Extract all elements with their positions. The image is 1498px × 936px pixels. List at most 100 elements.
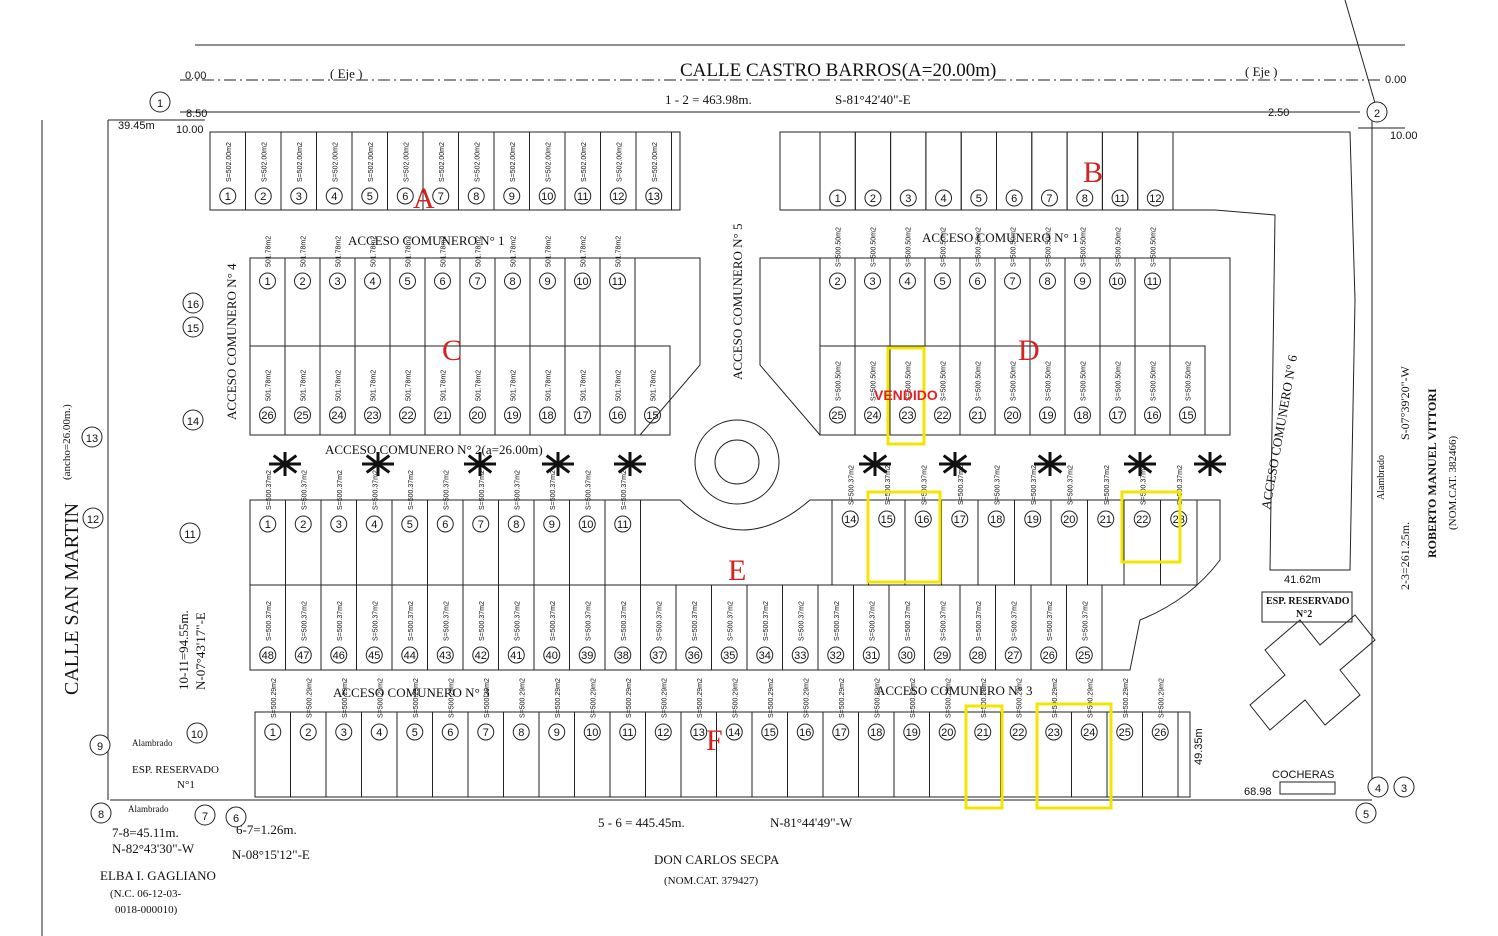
lot-f-18[interactable]	[858, 711, 895, 798]
lot-c-8[interactable]	[494, 257, 531, 347]
lot-e-2[interactable]	[285, 499, 322, 586]
lot-f-1[interactable]	[254, 711, 291, 798]
lot-c-3[interactable]	[319, 257, 356, 347]
lot-f-22[interactable]	[1000, 711, 1037, 798]
lot-number-circle	[987, 510, 1005, 528]
highlight-lot-f21[interactable]	[964, 704, 1004, 810]
lot-f-7[interactable]	[467, 711, 504, 798]
lot-f-9[interactable]	[538, 711, 575, 798]
lot-d-3[interactable]	[854, 257, 891, 347]
lot-area: S=500.37m2	[585, 470, 592, 510]
lot-c-6[interactable]	[424, 257, 461, 347]
lot-f-11[interactable]	[609, 711, 646, 798]
lot-d-11[interactable]	[1134, 257, 1171, 347]
north-arrow-line	[1344, 0, 1381, 121]
lot-f-23[interactable]	[1035, 711, 1072, 798]
lot-area: S=500.29m2	[803, 678, 810, 718]
lot-e-19[interactable]	[1014, 499, 1052, 586]
lot-e-3[interactable]	[320, 499, 357, 586]
lot-d-9[interactable]	[1064, 257, 1101, 347]
lot-b-12[interactable]	[1137, 131, 1174, 211]
lot-f-17[interactable]	[822, 711, 859, 798]
lot-d-10[interactable]	[1099, 257, 1136, 347]
lot-f-5[interactable]	[396, 711, 433, 798]
lot-area: S=500.29m2	[945, 678, 952, 718]
lot-area: S=500.50m2	[1011, 361, 1018, 401]
lot-area: 501.78m2	[406, 370, 413, 401]
highlight-lot-d23[interactable]	[886, 346, 926, 446]
lot-area: 501.78m2	[301, 370, 308, 401]
lot-e-18[interactable]	[977, 499, 1015, 586]
lot-f-24[interactable]	[1071, 711, 1108, 798]
lot-c-15[interactable]	[634, 345, 671, 436]
palm-frond	[1049, 454, 1063, 466]
lot-e-14[interactable]	[831, 499, 869, 586]
lot-e-15[interactable]	[868, 499, 906, 586]
lot-e-5[interactable]	[391, 499, 428, 586]
lot-area: S=502.00m2	[439, 142, 446, 182]
lot-d-6[interactable]	[959, 257, 996, 347]
lot-f-8[interactable]	[503, 711, 540, 798]
lot-number-circle	[472, 515, 490, 533]
vertex-label: 4	[1375, 783, 1381, 795]
lot-e-7[interactable]	[462, 499, 499, 586]
lot-f-20[interactable]	[929, 711, 966, 798]
lot-e-1[interactable]	[249, 499, 286, 586]
lot-number-circle	[1005, 189, 1023, 207]
lot-number: 11	[622, 727, 633, 739]
lot-d-4[interactable]	[889, 257, 926, 347]
lot-f-19[interactable]	[893, 711, 930, 798]
lot-a-13[interactable]	[635, 131, 672, 211]
lot-e-17[interactable]	[941, 499, 979, 586]
lot-e-10[interactable]	[569, 499, 606, 586]
lot-d-2[interactable]	[819, 257, 856, 347]
lot-area: 501.78m2	[336, 370, 343, 401]
lot-f-6[interactable]	[432, 711, 469, 798]
lot-number-circle	[1074, 406, 1091, 424]
highlight-lot-e22[interactable]	[1120, 490, 1182, 564]
lot-f-2[interactable]	[290, 711, 327, 798]
lot-e-25[interactable]	[1066, 584, 1103, 671]
lot-f-26[interactable]	[1142, 711, 1179, 798]
lot-e-16[interactable]	[904, 499, 942, 586]
lot-c-11[interactable]	[599, 257, 636, 347]
lot-d-15[interactable]	[1169, 345, 1206, 436]
lot-number-circle	[1039, 406, 1056, 424]
lot-f-3[interactable]	[325, 711, 362, 798]
lot-e-6[interactable]	[427, 499, 464, 586]
lot-d-5[interactable]	[924, 257, 961, 347]
lot-c-5[interactable]	[389, 257, 426, 347]
lot-f-21[interactable]	[964, 711, 1001, 798]
lot-f-10[interactable]	[574, 711, 611, 798]
lot-c-1[interactable]	[249, 257, 286, 347]
lot-e-11[interactable]	[604, 499, 641, 586]
lot-d-8[interactable]	[1029, 257, 1066, 347]
lot-e-22[interactable]	[1123, 499, 1161, 586]
lot-c-7[interactable]	[459, 257, 496, 347]
vertex-13	[81, 426, 103, 448]
lot-e-8[interactable]	[498, 499, 535, 586]
lot-f-15[interactable]	[751, 711, 788, 798]
lot-e-21[interactable]	[1087, 499, 1125, 586]
lot-e-9[interactable]	[533, 499, 570, 586]
palm-frond	[557, 454, 571, 466]
highlight-lots-e15-e16[interactable]	[866, 490, 942, 584]
lot-area: S=500.29m2	[413, 678, 420, 718]
lot-c-9[interactable]	[529, 257, 566, 347]
lot-c-4[interactable]	[354, 257, 391, 347]
lot-number-circle	[899, 189, 917, 207]
lot-area: 501.78m2	[581, 370, 588, 401]
highlight-lots-f23-f24[interactable]	[1035, 702, 1113, 810]
lot-area: S=500.29m2	[768, 678, 775, 718]
lot-d-7[interactable]	[994, 257, 1031, 347]
lot-f-16[interactable]	[787, 711, 824, 798]
lot-e-20[interactable]	[1050, 499, 1088, 586]
lot-f-4[interactable]	[361, 711, 398, 798]
lot-e-4[interactable]	[356, 499, 393, 586]
lot-number: 15	[881, 514, 893, 526]
lot-number: 1	[264, 276, 270, 288]
lot-c-2[interactable]	[284, 257, 321, 347]
palm-frond	[284, 462, 298, 474]
lot-f-12[interactable]	[645, 711, 682, 798]
lot-c-10[interactable]	[564, 257, 601, 347]
